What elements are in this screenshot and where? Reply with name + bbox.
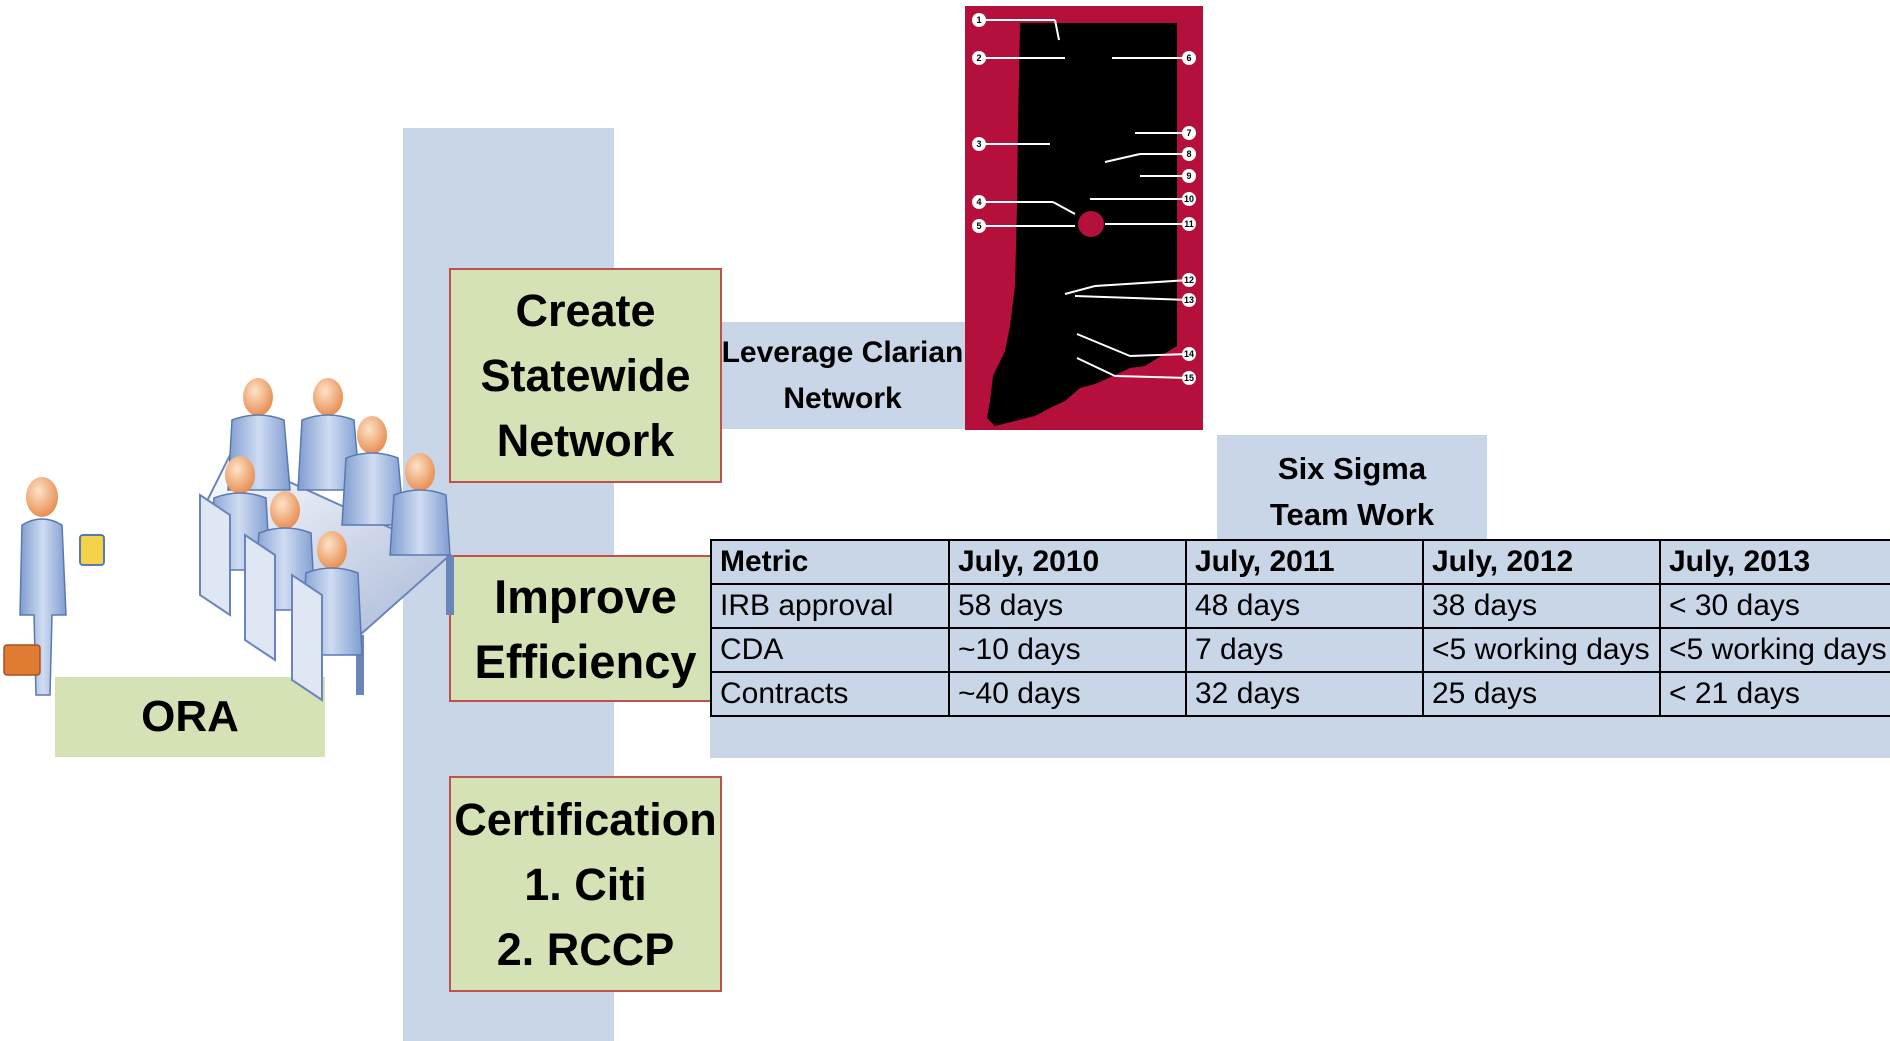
map-marker-8: 8	[1182, 147, 1196, 161]
svg-text:4: 4	[976, 197, 981, 207]
city-marker	[1078, 211, 1104, 237]
table-cell: ~10 days	[948, 627, 1187, 673]
improve-efficiency-box: Improve Efficiency	[449, 555, 722, 702]
header-july-2010: July, 2010	[948, 539, 1187, 585]
table-cell: <5 working days	[1659, 627, 1890, 673]
map-marker-5: 5	[972, 219, 986, 233]
table-cell: 58 days	[948, 583, 1187, 629]
presenter-figure	[3, 477, 105, 696]
svg-text:15: 15	[1184, 373, 1194, 383]
table-cell: CDA	[710, 627, 950, 673]
map-marker-15: 15	[1182, 371, 1196, 385]
svg-text:7: 7	[1186, 128, 1191, 138]
svg-text:13: 13	[1184, 295, 1194, 305]
state-map: 1 2 3 4 5 6 7 8 9 10 11 12 13 14 15	[965, 6, 1203, 430]
table-header-row: Metric July, 2010 July, 2011 July, 2012 …	[710, 539, 1890, 585]
table-row: Contracts ~40 days 32 days 25 days < 21 …	[710, 671, 1890, 717]
table-cell: 25 days	[1422, 671, 1661, 717]
svg-text:6: 6	[1186, 53, 1191, 63]
table-row: IRB approval 58 days 48 days 38 days < 3…	[710, 583, 1890, 629]
table-cell: 38 days	[1422, 583, 1661, 629]
ora-label: ORA	[55, 677, 325, 757]
table-cell: ~40 days	[948, 671, 1187, 717]
map-marker-12: 12	[1182, 273, 1196, 287]
header-july-2012: July, 2012	[1422, 539, 1661, 585]
table-cell: < 30 days	[1659, 583, 1890, 629]
statewide-network-box: Create Statewide Network	[449, 268, 722, 483]
header-metric: Metric	[710, 539, 950, 585]
team-meeting-illustration	[3, 378, 454, 702]
header-july-2013: July, 2013	[1659, 539, 1890, 585]
svg-text:3: 3	[976, 139, 981, 149]
map-marker-3: 3	[972, 137, 986, 151]
svg-text:14: 14	[1184, 349, 1194, 359]
clarian-label: Leverage Clarian Network	[720, 322, 965, 429]
chairs	[199, 493, 323, 702]
svg-text:10: 10	[1184, 194, 1194, 204]
header-july-2011: July, 2011	[1185, 539, 1424, 585]
table-cell: 32 days	[1185, 671, 1424, 717]
metrics-table: Metric July, 2010 July, 2011 July, 2012 …	[710, 539, 1890, 717]
table-cell: Contracts	[710, 671, 950, 717]
table-cell: <5 working days	[1422, 627, 1661, 673]
svg-text:12: 12	[1184, 275, 1194, 285]
map-marker-10: 10	[1182, 192, 1196, 206]
map-marker-13: 13	[1182, 293, 1196, 307]
svg-text:1: 1	[976, 15, 981, 25]
table-row: CDA ~10 days 7 days <5 working days <5 w…	[710, 627, 1890, 673]
map-marker-14: 14	[1182, 347, 1196, 361]
svg-text:11: 11	[1184, 219, 1194, 229]
map-marker-4: 4	[972, 195, 986, 209]
table-cell: < 21 days	[1659, 671, 1890, 717]
map-marker-2: 2	[972, 51, 986, 65]
certification-box: Certification 1. Citi 2. RCCP	[449, 776, 722, 992]
map-marker-9: 9	[1182, 169, 1196, 183]
map-marker-11: 11	[1182, 217, 1196, 231]
map-marker-7: 7	[1182, 126, 1196, 140]
map-marker-1: 1	[972, 13, 986, 27]
table-cell: IRB approval	[710, 583, 950, 629]
six-sigma-label: Six Sigma Team Work	[1217, 435, 1487, 548]
table-cell: 48 days	[1185, 583, 1424, 629]
map-marker-6: 6	[1182, 51, 1196, 65]
svg-text:8: 8	[1186, 149, 1191, 159]
svg-text:9: 9	[1186, 171, 1191, 181]
svg-text:5: 5	[976, 221, 981, 231]
svg-text:2: 2	[976, 53, 981, 63]
table-cell: 7 days	[1185, 627, 1424, 673]
